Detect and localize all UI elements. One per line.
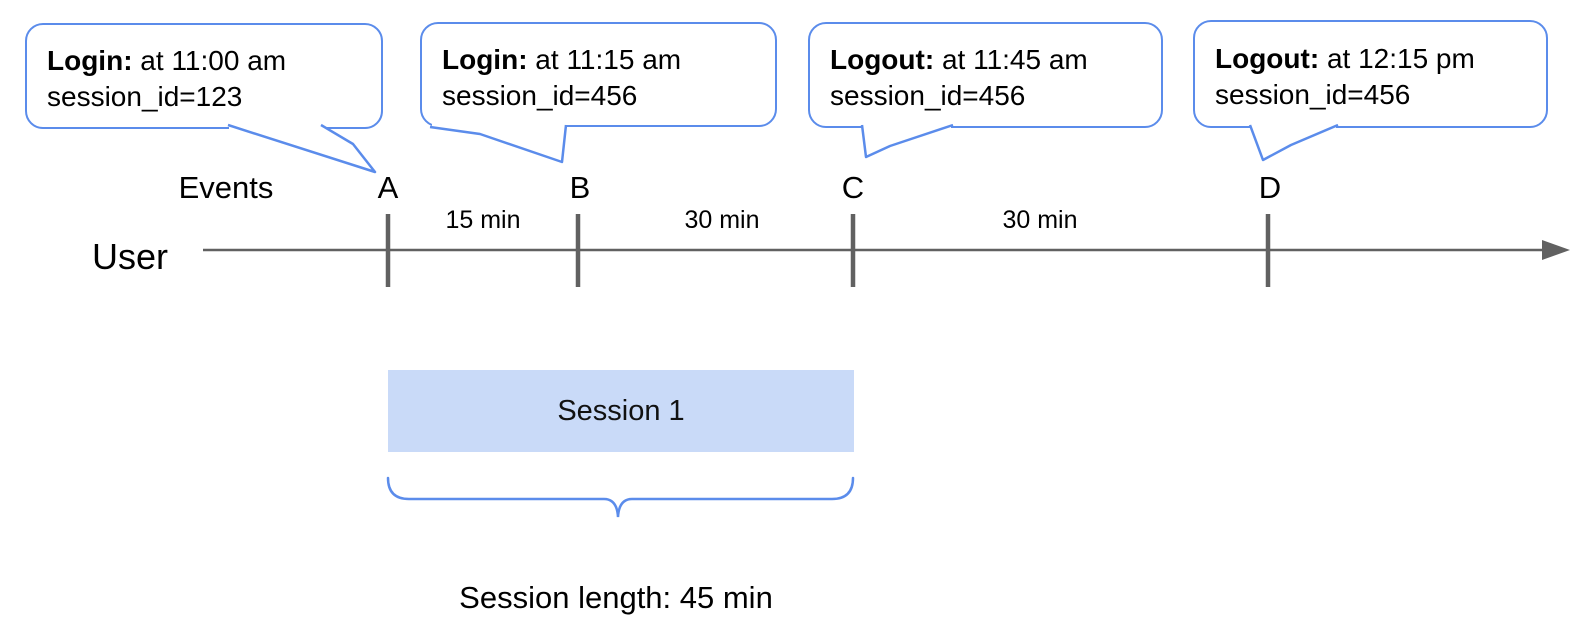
- callout-tail-c: [860, 123, 954, 159]
- callout-session-id: session_id=456: [1215, 79, 1411, 110]
- callout-line1: Login: at 11:15 am: [442, 42, 765, 78]
- callout-event-type: Login:: [442, 43, 528, 75]
- event-marker-a: A: [377, 170, 399, 205]
- session-brace: [386, 476, 855, 518]
- callout-event-time: at 11:00 am: [132, 45, 287, 76]
- interval-label-ab: 15 min: [445, 206, 521, 234]
- event-marker-c: C: [841, 170, 865, 205]
- events-label: Events: [178, 170, 274, 205]
- callout-line1: Logout: at 11:45 am: [830, 42, 1151, 78]
- callout-line1: Logout: at 12:15 pm: [1215, 41, 1536, 77]
- callout-event-type: Login:: [47, 45, 133, 76]
- session-length-label: Session length: 45 min: [459, 580, 773, 615]
- user-row-label: User: [92, 236, 169, 277]
- callout-event-time: at 12:15 pm: [1319, 43, 1475, 74]
- callout-login-b: Login: at 11:15 am session_id=456: [420, 22, 777, 127]
- callout-tail-d: [1248, 123, 1339, 162]
- callout-line1: Login: at 11:00 am: [47, 43, 371, 79]
- callout-event-type: Logout:: [830, 44, 935, 75]
- interval-label-cd: 30 min: [1002, 206, 1078, 234]
- callout-event-type: Logout:: [1215, 43, 1320, 74]
- session-box: Session 1: [388, 370, 854, 452]
- interval-label-bc: 30 min: [684, 206, 760, 234]
- callout-logout-c: Logout: at 11:45 am session_id=456: [808, 22, 1163, 128]
- callout-session-id: session_id=123: [47, 81, 243, 112]
- callout-tail-a: [227, 123, 377, 174]
- event-marker-d: D: [1258, 170, 1282, 205]
- callout-tail-b: [429, 124, 568, 164]
- callout-session-id: session_id=456: [442, 79, 638, 111]
- callout-session-id: session_id=456: [830, 80, 1026, 111]
- callout-login-a: Login: at 11:00 am session_id=123: [25, 23, 383, 129]
- timeline-arrowhead-icon: [1542, 240, 1570, 260]
- event-marker-b: B: [569, 170, 591, 205]
- callout-event-time: at 11:45 am: [934, 44, 1088, 75]
- callout-logout-d: Logout: at 12:15 pm session_id=456: [1193, 20, 1548, 128]
- session-box-label: Session 1: [557, 394, 685, 427]
- callout-event-time: at 11:15 am: [527, 43, 682, 75]
